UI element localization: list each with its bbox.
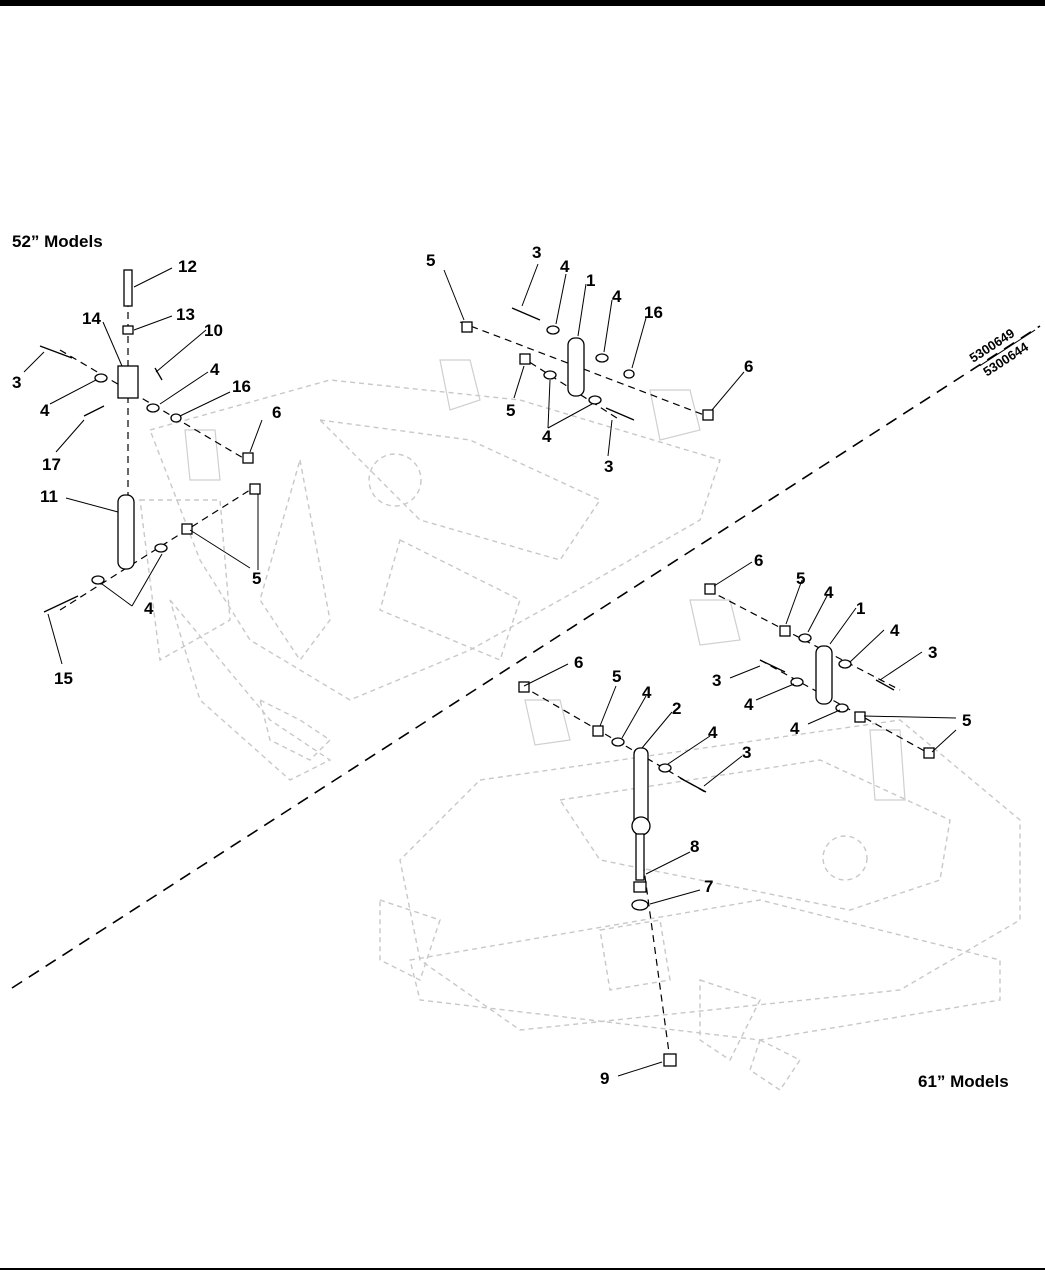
panel-divider bbox=[11, 325, 1041, 989]
nut-5-icon bbox=[249, 483, 261, 495]
callouts-61-right: 6 5 4 1 4 3 3 4 4 5 bbox=[712, 551, 971, 738]
callout-17: 17 bbox=[42, 455, 61, 474]
callout-4: 4 bbox=[612, 287, 622, 306]
callout-5: 5 bbox=[612, 667, 621, 686]
callout-5: 5 bbox=[426, 251, 435, 270]
callout-5: 5 bbox=[796, 569, 805, 588]
callout-2: 2 bbox=[672, 699, 681, 718]
callout-6: 6 bbox=[272, 403, 281, 422]
callout-4: 4 bbox=[560, 257, 570, 276]
hardware-52 bbox=[39, 269, 261, 613]
callout-6: 6 bbox=[754, 551, 763, 570]
callout-1: 1 bbox=[586, 271, 595, 290]
callout-3: 3 bbox=[712, 671, 721, 690]
hardware-61-right bbox=[704, 583, 935, 759]
callout-14: 14 bbox=[82, 309, 101, 328]
callout-9: 9 bbox=[600, 1069, 609, 1088]
chain-1-icon bbox=[567, 337, 585, 397]
leader-lines bbox=[23, 263, 957, 1077]
callout-4: 4 bbox=[824, 583, 834, 602]
bottom-rule bbox=[0, 1268, 1045, 1270]
callout-11: 11 bbox=[40, 487, 58, 506]
callout-1: 1 bbox=[856, 599, 865, 618]
callout-3: 3 bbox=[742, 743, 751, 762]
callout-4: 4 bbox=[542, 427, 552, 446]
top-rule bbox=[0, 0, 1045, 6]
callout-3: 3 bbox=[604, 457, 613, 476]
callouts-61-mid: 6 5 4 2 4 3 8 7 9 bbox=[574, 653, 751, 1088]
callout-16: 16 bbox=[644, 303, 663, 322]
deck-61-outline bbox=[379, 599, 1021, 1091]
callout-4: 4 bbox=[890, 621, 900, 640]
callout-10: 10 bbox=[204, 321, 223, 340]
cotter-10-icon bbox=[154, 367, 163, 381]
nut-6-icon bbox=[242, 452, 254, 464]
chain-11-icon bbox=[117, 494, 135, 570]
panel-title-52: 52” Models bbox=[12, 232, 103, 251]
callout-3: 3 bbox=[928, 643, 937, 662]
hardware-52-right bbox=[459, 307, 714, 421]
callout-6: 6 bbox=[574, 653, 583, 672]
callout-13: 13 bbox=[176, 305, 195, 324]
panel-title-61: 61” Models bbox=[918, 1072, 1009, 1091]
callout-5: 5 bbox=[506, 401, 515, 420]
callout-3: 3 bbox=[12, 373, 21, 392]
callout-4: 4 bbox=[210, 360, 220, 379]
nut-13-icon bbox=[122, 325, 134, 335]
washer-4-icon bbox=[94, 373, 108, 383]
callout-4: 4 bbox=[40, 401, 50, 420]
callout-12: 12 bbox=[178, 257, 197, 276]
callout-5: 5 bbox=[962, 711, 971, 730]
callout-4: 4 bbox=[642, 683, 652, 702]
hardware-61-mid bbox=[518, 681, 707, 1067]
callouts-52-right: 5 3 4 1 4 16 6 5 4 3 bbox=[426, 243, 753, 476]
callout-4: 4 bbox=[708, 723, 718, 742]
callout-5: 5 bbox=[252, 569, 261, 588]
callout-4: 4 bbox=[744, 695, 754, 714]
callout-6: 6 bbox=[744, 357, 753, 376]
bolt-15-icon bbox=[43, 595, 79, 613]
callout-4: 4 bbox=[790, 719, 800, 738]
callout-4: 4 bbox=[144, 599, 154, 618]
bolt-3-icon bbox=[39, 345, 73, 359]
clevis-14-icon bbox=[117, 365, 139, 399]
callout-7: 7 bbox=[704, 877, 713, 896]
callouts-52-left: 12 13 14 10 3 4 4 16 6 17 11 5 4 15 bbox=[12, 257, 281, 688]
callout-15: 15 bbox=[54, 669, 73, 688]
bolt-12-icon bbox=[123, 269, 133, 307]
callout-16: 16 bbox=[232, 377, 251, 396]
deck-52-outline bbox=[139, 359, 721, 781]
pin-17-icon bbox=[83, 405, 105, 417]
callout-8: 8 bbox=[690, 837, 699, 856]
callout-3: 3 bbox=[532, 243, 541, 262]
